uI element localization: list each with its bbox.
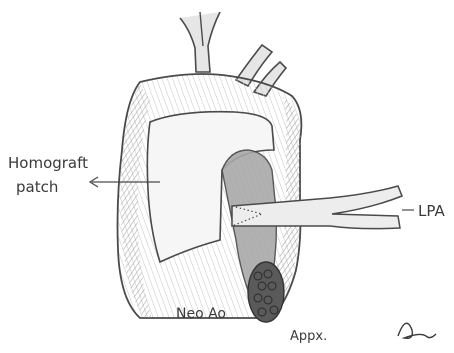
neo-ao-label: Neo Ao: [176, 306, 226, 322]
lpa-label: LPA: [418, 202, 445, 220]
homograft-label-line2: patch: [16, 178, 58, 196]
appendage: [248, 262, 284, 322]
appx-label: Appx.: [290, 329, 327, 344]
homograft-label-line1: Homograft: [8, 154, 88, 172]
artist-signature: [398, 323, 436, 338]
